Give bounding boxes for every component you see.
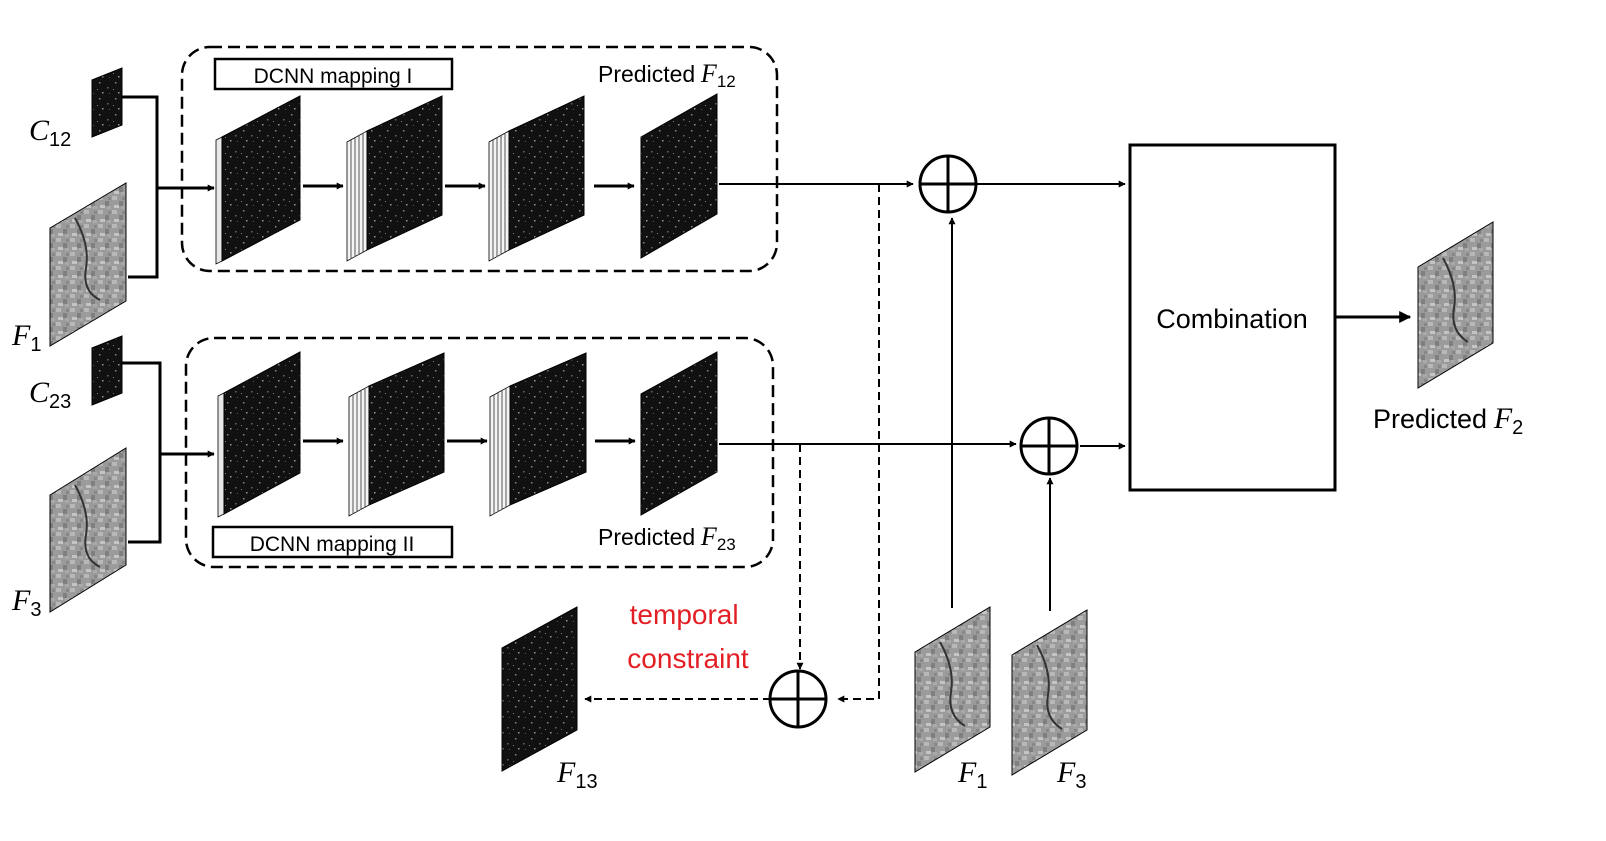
coarse-label-c23: C23 [29,376,71,413]
reference-image-f1 [914,606,991,773]
reference-image-f3 [1011,609,1088,776]
dcnn-label-box-1 [213,57,454,91]
coarse-label-c12: C12 [29,114,71,151]
sum-node-bottom [1019,416,1079,476]
predicted-image-f23 [640,351,718,516]
feature-map-input-1 [215,95,301,265]
sum-node-constraint [768,669,828,729]
coarse-image-c12 [91,67,123,138]
dcnn-label-box-2 [211,525,454,559]
combination-label: Combination [1156,304,1308,334]
constraint-label-f13: F13 [556,756,598,793]
bottom-branch: C23 F3 DCNN mapping II [11,335,775,621]
combination-box [1128,143,1337,492]
fine-image-f1 [49,182,127,347]
feature-stack-1b [488,95,585,262]
feature-map-input-2 [217,351,301,518]
feature-stack-2b [489,352,587,517]
predicted-image-f12 [640,93,718,259]
dcnn-label-1: DCNN mapping I [254,65,413,88]
temporal-constraint-path [584,184,880,703]
reference-label-f3: F3 [1056,756,1086,793]
predicted-image-f2 [1417,221,1494,389]
coarse-image-c23 [91,335,123,406]
sum-node-top [918,154,978,214]
feature-stack-1a [346,95,443,262]
connections [719,180,1412,611]
feature-stack-2a [348,352,445,517]
dcnn-label-2: DCNN mapping II [250,533,415,556]
top-branch: C12 F1 DCNN mapping I [11,45,779,356]
predicted-label-f23: Predicted F23 [598,522,736,554]
temporal-constraint-label: temporal constraint [627,599,749,674]
reference-label-f1: F1 [957,756,987,793]
fine-image-f3 [49,447,127,613]
dcnn-region-1 [180,45,779,273]
final-output-label: Predicted F2 [1373,402,1523,439]
constraint-image-f13 [501,606,578,772]
fine-label-f1: F1 [11,319,41,356]
fine-label-f3: F3 [11,584,41,621]
predicted-label-f12: Predicted F12 [598,59,736,91]
